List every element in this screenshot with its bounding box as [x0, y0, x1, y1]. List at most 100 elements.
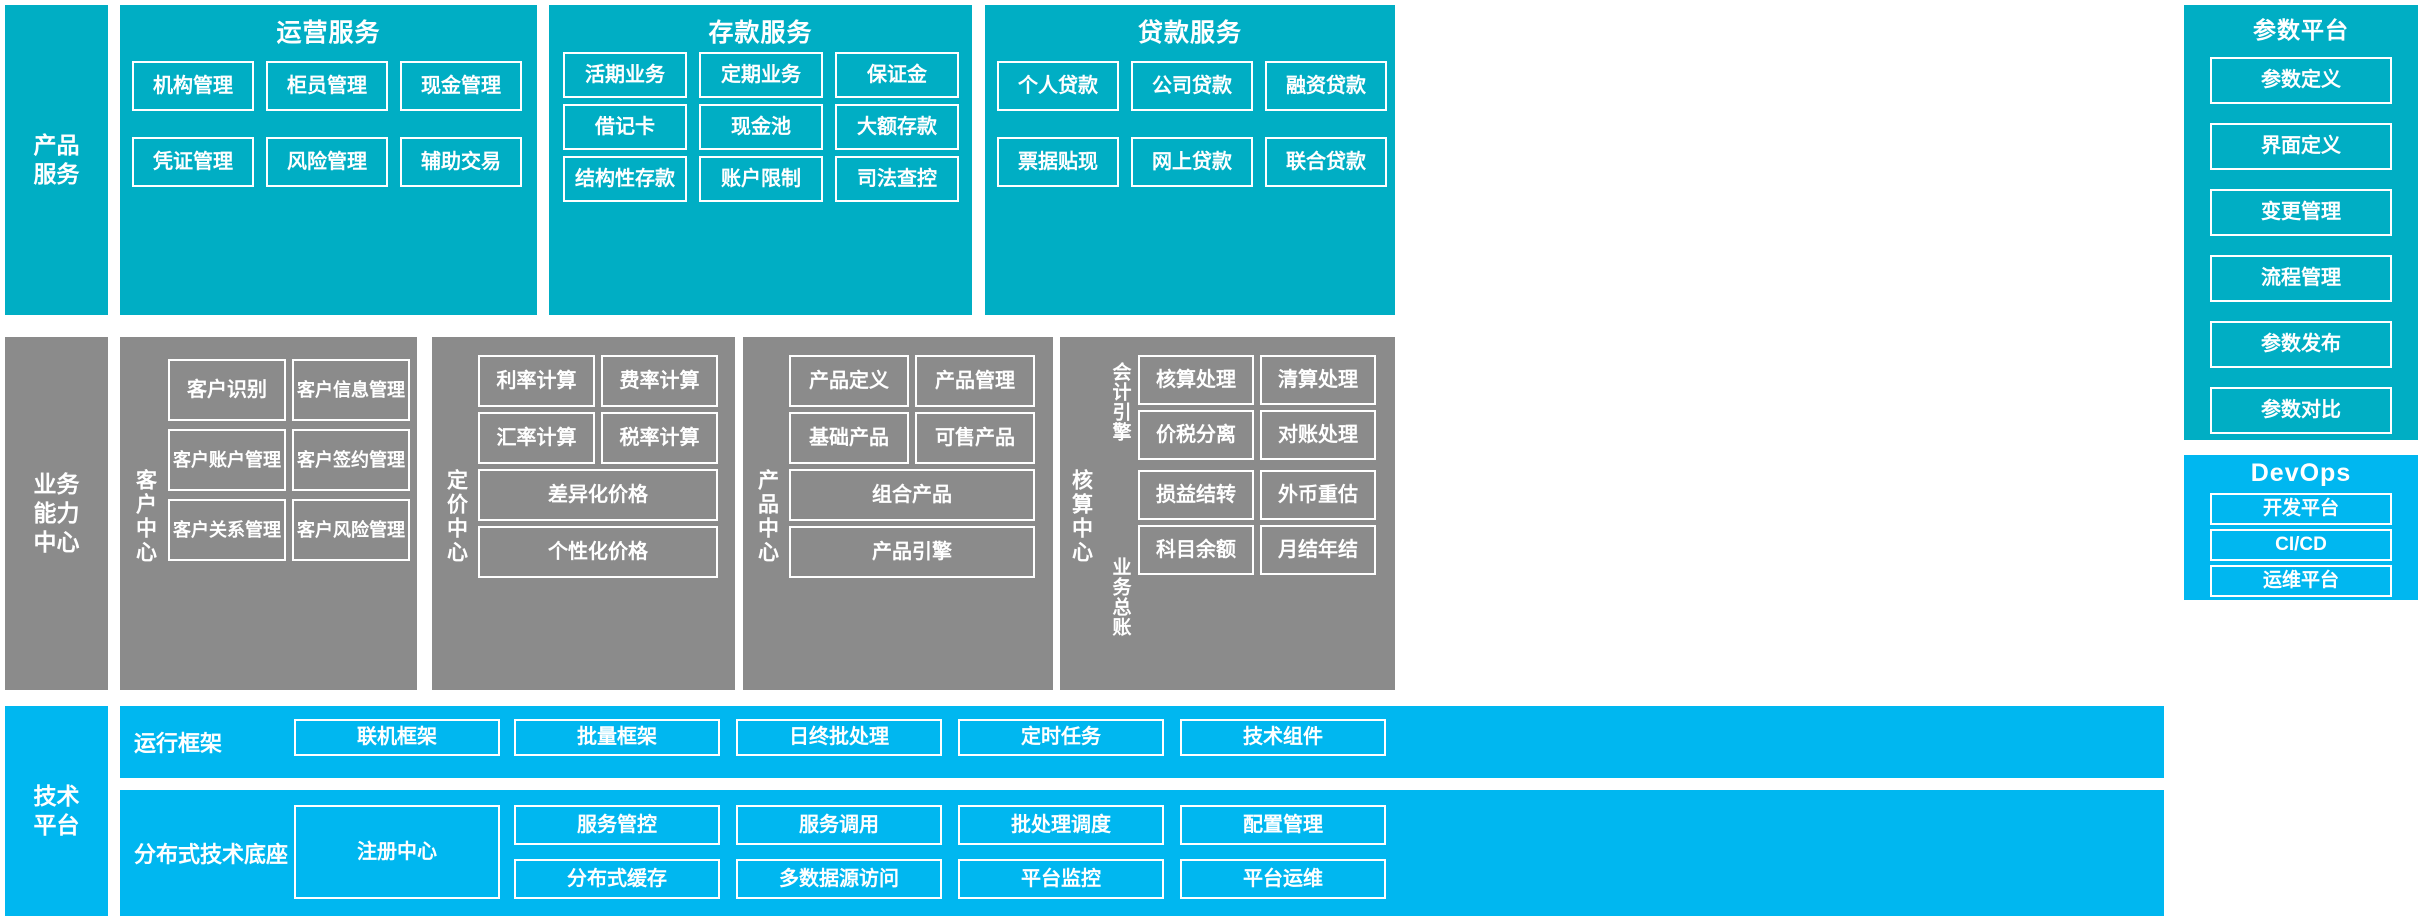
cell-account-restriction[interactable]: 账户限制	[699, 156, 823, 202]
cell-margin-deposit[interactable]: 保证金	[835, 52, 959, 98]
tech-row-runtime-framework: 运行框架 联机框架 批量框架 日终批处理 定时任务 技术组件	[120, 706, 2164, 778]
tech-row-runtime-framework-label: 运行框架	[134, 731, 223, 756]
cell-process-management[interactable]: 流程管理	[2210, 255, 2392, 302]
center-product: 产品中心 产品定义 产品管理 基础产品 可售产品 组合产品 产品引擎	[743, 337, 1053, 690]
cell-cicd[interactable]: CI/CD	[2210, 529, 2392, 561]
cell-platform-monitoring[interactable]: 平台监控	[958, 859, 1164, 899]
cell-month-year-end-close[interactable]: 月结年结	[1260, 525, 1376, 575]
center-accounting: 核算中心 会计引擎 业务总账 核算处理 清算处理 价税分离 对账处理 损益结转 …	[1060, 337, 1395, 690]
cell-interest-rate-calc[interactable]: 利率计算	[478, 355, 595, 407]
lane-business-capability-line2: 能力	[33, 500, 80, 527]
center-customer-label: 客户中心	[133, 469, 157, 565]
cell-basic-product[interactable]: 基础产品	[789, 412, 909, 464]
cell-customer-info-management[interactable]: 客户信息管理	[292, 359, 410, 421]
lane-business-capability-line3: 中心	[33, 528, 80, 555]
cell-reconciliation-process[interactable]: 对账处理	[1260, 410, 1376, 460]
cell-parameter-compare[interactable]: 参数对比	[2210, 387, 2392, 434]
cell-demand-deposit[interactable]: 活期业务	[563, 52, 687, 98]
center-pricing: 定价中心 利率计算 费率计算 汇率计算 税率计算 差异化价格 个性化价格	[432, 337, 735, 690]
cell-scheduled-task[interactable]: 定时任务	[958, 719, 1164, 756]
cell-time-deposit[interactable]: 定期业务	[699, 52, 823, 98]
group-deposit-service: 存款服务 活期业务 定期业务 保证金 借记卡 现金池 大额存款 结构性存款 账户…	[549, 5, 972, 315]
cell-clearing-process[interactable]: 清算处理	[1260, 355, 1376, 405]
cell-cash-management[interactable]: 现金管理	[400, 61, 522, 111]
cell-eod-batch-processing[interactable]: 日终批处理	[736, 719, 942, 756]
tech-row-distributed-base: 分布式技术底座 注册中心 服务管控 服务调用 批处理调度 配置管理 分布式缓存 …	[120, 790, 2164, 916]
cell-parameter-definition[interactable]: 参数定义	[2210, 57, 2392, 104]
tech-row-distributed-base-label: 分布式技术底座	[134, 842, 289, 867]
cell-customer-identification[interactable]: 客户识别	[168, 359, 286, 421]
lane-tech-platform-line1: 技术	[33, 783, 80, 810]
cell-teller-management[interactable]: 柜员管理	[266, 61, 388, 111]
cell-foreign-currency-revaluation[interactable]: 外币重估	[1260, 470, 1376, 520]
cell-customer-contract-management[interactable]: 客户签约管理	[292, 429, 410, 491]
cell-registry-center[interactable]: 注册中心	[294, 805, 500, 899]
cell-customer-relation-management[interactable]: 客户关系管理	[168, 499, 286, 561]
lane-product-service: 产品 服务	[5, 5, 108, 315]
panel-devops: DevOps 开发平台 CI/CD 运维平台	[2184, 455, 2418, 600]
group-loan-service: 贷款服务 个人贷款 公司贷款 融资贷款 票据贴现 网上贷款 联合贷款	[985, 5, 1395, 315]
center-pricing-label: 定价中心	[444, 469, 468, 565]
cell-customer-risk-management[interactable]: 客户风险管理	[292, 499, 410, 561]
cell-product-engine[interactable]: 产品引擎	[789, 526, 1035, 578]
cell-distributed-cache[interactable]: 分布式缓存	[514, 859, 720, 899]
cell-interface-definition[interactable]: 界面定义	[2210, 123, 2392, 170]
cell-multi-datasource-access[interactable]: 多数据源访问	[736, 859, 942, 899]
cell-account-balance[interactable]: 科目余额	[1138, 525, 1254, 575]
cell-auxiliary-transaction[interactable]: 辅助交易	[400, 137, 522, 187]
cell-ops-platform[interactable]: 运维平台	[2210, 565, 2392, 597]
group-loan-service-title: 贷款服务	[1137, 19, 1242, 47]
cell-syndicated-loan[interactable]: 联合贷款	[1265, 137, 1387, 187]
lane-business-capability-line1: 业务	[33, 471, 80, 498]
cell-dev-platform[interactable]: 开发平台	[2210, 493, 2392, 525]
cell-debit-card[interactable]: 借记卡	[563, 104, 687, 150]
center-accounting-sublabel-ledger: 业务总账	[1109, 557, 1131, 637]
cell-structured-deposit[interactable]: 结构性存款	[563, 156, 687, 202]
cell-service-governance[interactable]: 服务管控	[514, 805, 720, 845]
cell-personal-loan[interactable]: 个人贷款	[997, 61, 1119, 111]
center-accounting-label: 核算中心	[1069, 469, 1093, 565]
panel-devops-title: DevOps	[2250, 459, 2352, 487]
cell-customer-account-management[interactable]: 客户账户管理	[168, 429, 286, 491]
group-operation-service-title: 运营服务	[276, 19, 381, 47]
cell-sellable-product[interactable]: 可售产品	[915, 412, 1035, 464]
cell-voucher-management[interactable]: 凭证管理	[132, 137, 254, 187]
lane-tech-platform: 技术 平台	[5, 706, 108, 916]
cell-platform-operations[interactable]: 平台运维	[1180, 859, 1386, 899]
panel-parameter-platform: 参数平台 参数定义 界面定义 变更管理 流程管理 参数发布 参数对比	[2184, 5, 2418, 440]
cell-corporate-loan[interactable]: 公司贷款	[1131, 61, 1253, 111]
cell-judicial-control[interactable]: 司法查控	[835, 156, 959, 202]
cell-service-invocation[interactable]: 服务调用	[736, 805, 942, 845]
cell-fee-rate-calc[interactable]: 费率计算	[601, 355, 718, 407]
cell-accounting-process[interactable]: 核算处理	[1138, 355, 1254, 405]
cell-exchange-rate-calc[interactable]: 汇率计算	[478, 412, 595, 464]
cell-personalized-price[interactable]: 个性化价格	[478, 526, 718, 578]
cell-batch-framework[interactable]: 批量框架	[514, 719, 720, 756]
cell-composite-product[interactable]: 组合产品	[789, 469, 1035, 521]
cell-config-management[interactable]: 配置管理	[1180, 805, 1386, 845]
cell-price-tax-separation[interactable]: 价税分离	[1138, 410, 1254, 460]
cell-online-loan[interactable]: 网上贷款	[1131, 137, 1253, 187]
cell-change-management[interactable]: 变更管理	[2210, 189, 2392, 236]
cell-risk-management[interactable]: 风险管理	[266, 137, 388, 187]
cell-product-management[interactable]: 产品管理	[915, 355, 1035, 407]
cell-tech-component[interactable]: 技术组件	[1180, 719, 1386, 756]
cell-tax-rate-calc[interactable]: 税率计算	[601, 412, 718, 464]
panel-parameter-platform-title: 参数平台	[2253, 17, 2349, 43]
cell-parameter-publish[interactable]: 参数发布	[2210, 321, 2392, 368]
cell-differentiated-price[interactable]: 差异化价格	[478, 469, 718, 521]
cell-online-framework[interactable]: 联机框架	[294, 719, 500, 756]
cell-bill-discount[interactable]: 票据贴现	[997, 137, 1119, 187]
center-accounting-sublabel-engine: 会计引擎	[1109, 362, 1131, 442]
cell-profit-loss-carryover[interactable]: 损益结转	[1138, 470, 1254, 520]
cell-batch-scheduling[interactable]: 批处理调度	[958, 805, 1164, 845]
center-customer: 客户中心 客户识别 客户信息管理 客户账户管理 客户签约管理 客户关系管理 客户…	[120, 337, 417, 690]
cell-cash-pool[interactable]: 现金池	[699, 104, 823, 150]
lane-product-service-line2: 服务	[33, 161, 80, 187]
cell-large-deposit[interactable]: 大额存款	[835, 104, 959, 150]
cell-product-definition[interactable]: 产品定义	[789, 355, 909, 407]
group-operation-service: 运营服务 机构管理 柜员管理 现金管理 凭证管理 风险管理 辅助交易	[120, 5, 537, 315]
cell-financing-loan[interactable]: 融资贷款	[1265, 61, 1387, 111]
cell-org-management[interactable]: 机构管理	[132, 61, 254, 111]
